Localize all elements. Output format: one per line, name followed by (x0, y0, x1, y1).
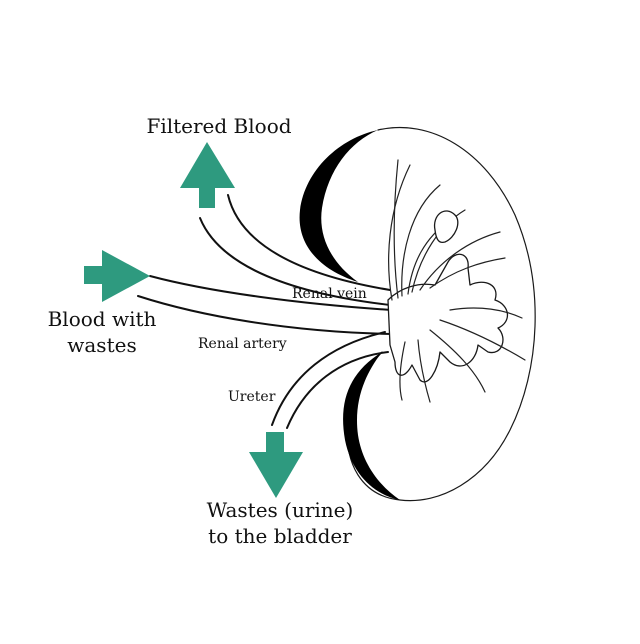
arrow-right-icon (84, 250, 150, 302)
label-blood-with-wastes-line2: wastes (67, 333, 136, 357)
branch-9 (429, 329, 486, 393)
branch-4 (419, 231, 501, 291)
branch-11 (399, 341, 406, 401)
upper-calyx (433, 210, 459, 244)
renal-vein-upper (227, 194, 391, 291)
ureter-inner (286, 351, 389, 429)
kidney-lower-shading (343, 352, 400, 500)
renal-pelvis (387, 253, 509, 383)
label-renal-vein: Renal vein (292, 286, 367, 302)
ureter-outer (271, 331, 386, 426)
arrow-up-icon (180, 142, 235, 208)
branch-3 (411, 209, 466, 293)
renal-artery-upper (149, 275, 393, 311)
label-blood-with-wastes-line1: Blood with (48, 307, 157, 331)
label-renal-artery: Renal artery (198, 336, 287, 352)
branch-10 (417, 339, 431, 403)
label-wastes-line2: to the bladder (208, 524, 352, 548)
branch-12 (449, 307, 523, 319)
label-ureter: Ureter (228, 389, 276, 405)
label-wastes-line1: Wastes (urine) (207, 498, 354, 522)
label-filtered-blood: Filtered Blood (146, 114, 291, 138)
renal-artery-lower (137, 295, 393, 335)
branch-1 (388, 164, 411, 301)
branch-8 (439, 319, 526, 361)
branch-6 (393, 159, 399, 299)
branch-5 (429, 257, 506, 289)
renal-vein-lower (199, 217, 391, 306)
branch-2 (401, 184, 441, 297)
kidney-upper-shading (299, 130, 378, 282)
arrow-down-icon (249, 432, 303, 498)
